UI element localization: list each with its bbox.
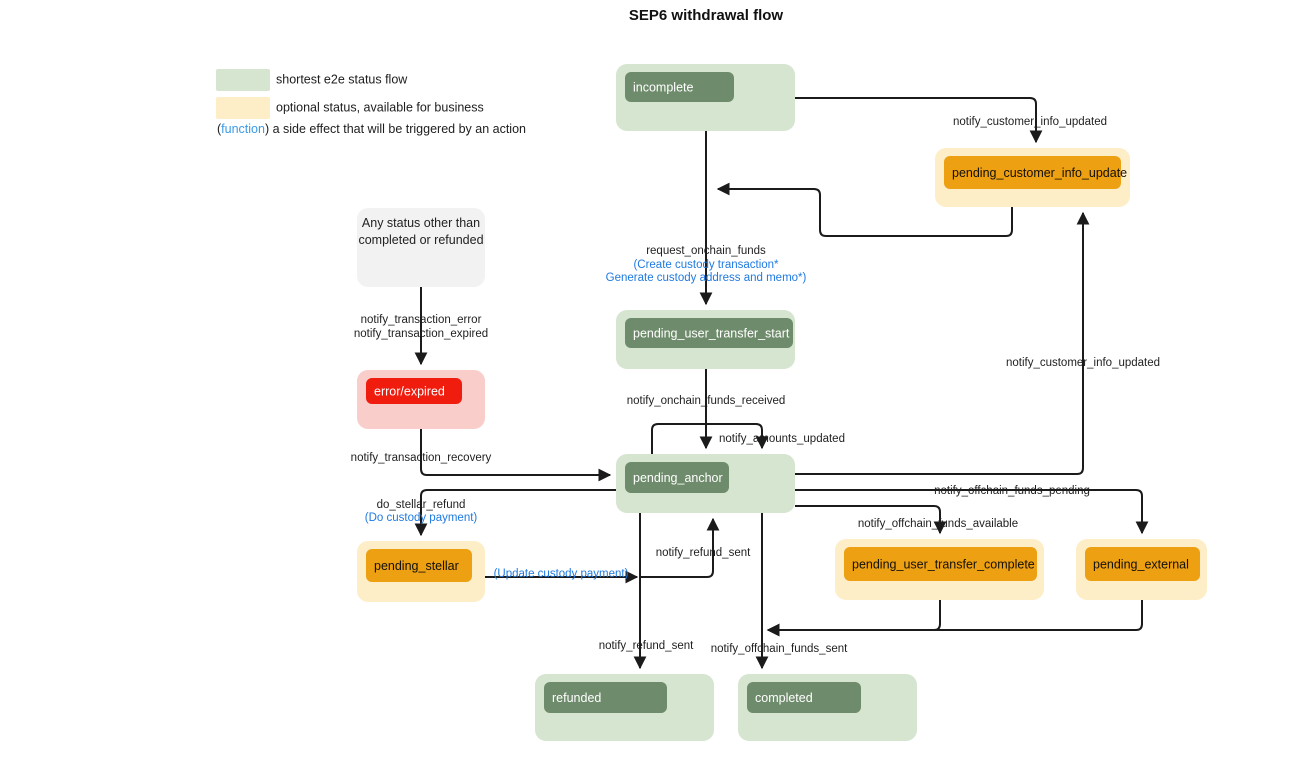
node-pending_customer_info_update[interactable]: pending_customer_info_update xyxy=(935,148,1130,207)
edge-label: notify_offchain_funds_pending xyxy=(934,485,1090,497)
edge-path xyxy=(420,429,612,482)
node-pending_stellar[interactable]: pending_stellar xyxy=(357,541,485,602)
node-label: error/expired xyxy=(374,384,445,398)
edge-label: notify_customer_info_updated xyxy=(953,116,1107,128)
node-label: completed or refunded xyxy=(358,233,483,247)
edge-path xyxy=(766,600,941,637)
node-completed[interactable]: completed xyxy=(738,674,917,741)
edge-anchor-to-refunded: notify_refund_sent xyxy=(599,513,694,670)
page-title: SEP6 withdrawal flow xyxy=(629,7,784,24)
node-pending_user_transfer_start[interactable]: pending_user_transfer_start xyxy=(616,310,795,369)
node-status-pill xyxy=(844,547,1037,581)
node-pending_user_transfer_complete[interactable]: pending_user_transfer_complete xyxy=(835,539,1044,600)
legend-swatch-0 xyxy=(216,69,270,91)
edge-pending-customer-info-back-to-trunk xyxy=(716,182,1013,237)
edge-label-secondary: notify_transaction_expired xyxy=(354,328,488,340)
edge-path xyxy=(795,505,947,535)
edge-path xyxy=(414,489,616,537)
edge-any-status-to-error: notify_transaction_error notify_transacti… xyxy=(354,287,488,366)
edge-label: notify_onchain_funds_received xyxy=(627,395,786,407)
edge-label: notify_offchain_funds_sent xyxy=(711,643,848,655)
node-incomplete[interactable]: incomplete xyxy=(616,64,795,131)
node-status-pill xyxy=(366,378,462,404)
edge-incomplete-to-pending-user-transfer-start: request_onchain_funds (Create custody tra… xyxy=(606,131,807,306)
legend-swatch-1 xyxy=(216,97,270,119)
legend: shortest e2e status flow optional status,… xyxy=(216,69,526,136)
edge-anchor-to-pending-user-transfer-complete: notify_offchain_funds_available xyxy=(795,505,1018,535)
edge-path xyxy=(795,489,1149,535)
edge-path xyxy=(766,600,1143,637)
edge-pending-user-transfer-start-to-anchor: notify_onchain_funds_received xyxy=(627,369,786,450)
node-status-pill xyxy=(544,682,667,713)
node-status-pill xyxy=(747,682,861,713)
edge-function-label: (Create custody transaction* xyxy=(633,259,779,271)
legend-label-0: shortest e2e status flow xyxy=(276,72,408,86)
node-label: pending_user_transfer_complete xyxy=(852,557,1035,571)
edge-label: request_onchain_funds xyxy=(646,245,766,257)
edge-label: notify_transaction_recovery xyxy=(351,452,492,464)
edge-function-label: Generate custody address and memo*) xyxy=(606,272,807,284)
node-pending_anchor[interactable]: pending_anchor xyxy=(616,454,795,513)
edge-pending-user-transfer-complete-to-completed xyxy=(766,600,941,637)
node-label: Any status other than xyxy=(362,216,480,230)
node-pending_external[interactable]: pending_external xyxy=(1076,539,1207,600)
edge-error-to-anchor-recovery: notify_transaction_recovery xyxy=(351,429,612,482)
edge-path xyxy=(716,182,1013,237)
node-label: pending_stellar xyxy=(374,559,459,573)
edge-function-label: (Update custody payment) xyxy=(494,568,629,580)
node-background xyxy=(357,208,485,287)
node-label: pending_user_transfer_start xyxy=(633,326,790,340)
node-status-pill xyxy=(625,72,734,102)
edge-anchor-self-amounts-updated: notify_amounts_updated xyxy=(651,423,845,454)
edge-label: notify_customer_info_updated xyxy=(1006,357,1160,369)
edge-label: do_stellar_refund xyxy=(377,499,466,511)
edge-layer: notify_customer_info_updated request_onch… xyxy=(351,97,1160,670)
edge-path xyxy=(651,423,769,454)
node-status-pill xyxy=(366,549,472,582)
edge-path xyxy=(795,97,1043,144)
edge-label: notify_transaction_error xyxy=(361,314,482,326)
edge-anchor-to-completed: notify_offchain_funds_sent xyxy=(711,513,848,670)
node-label: pending_customer_info_update xyxy=(952,166,1127,180)
node-status-pill xyxy=(1085,547,1200,581)
edge-label: notify_offchain_funds_available xyxy=(858,518,1018,530)
edge-label: notify_refund_sent xyxy=(599,640,694,652)
node-label: incomplete xyxy=(633,80,693,94)
edge-label: notify_refund_sent xyxy=(656,547,751,559)
node-layer: incomplete pending_customer_info_updateAn… xyxy=(357,64,1207,741)
legend-function-note: (function) a side effect that will be tr… xyxy=(217,122,526,136)
edge-anchor-to-pending-external: notify_offchain_funds_pending xyxy=(795,485,1149,535)
edge-incomplete-to-pending-customer-info: notify_customer_info_updated xyxy=(795,97,1107,144)
edge-function-label: (Do custody payment) xyxy=(365,512,478,524)
node-label: refunded xyxy=(552,691,601,705)
edge-label: notify_amounts_updated xyxy=(719,433,845,445)
node-label: pending_anchor xyxy=(633,471,723,485)
edge-anchor-to-pending-customer-info: notify_customer_info_updated xyxy=(795,211,1160,475)
node-status-pill xyxy=(625,318,793,348)
edge-pending-external-to-completed xyxy=(766,600,1143,637)
node-any_status[interactable]: Any status other than completed or refund… xyxy=(357,208,485,287)
node-status-pill xyxy=(625,462,729,493)
edge-anchor-to-pending-stellar: do_stellar_refund(Do custody payment) xyxy=(365,489,616,537)
edge-path xyxy=(795,211,1090,475)
edge-refund-junction-to-anchor: notify_refund_sent xyxy=(640,517,751,578)
node-label: pending_external xyxy=(1093,557,1189,571)
node-refunded[interactable]: refunded xyxy=(535,674,714,741)
edge-path xyxy=(640,517,720,578)
legend-label-1: optional status, available for business xyxy=(276,100,484,114)
node-status-pill xyxy=(944,156,1121,189)
node-error_expired[interactable]: error/expired xyxy=(357,370,485,429)
node-label: completed xyxy=(755,691,813,705)
edge-pending-stellar-update-custody: (Update custody payment) xyxy=(485,568,639,584)
